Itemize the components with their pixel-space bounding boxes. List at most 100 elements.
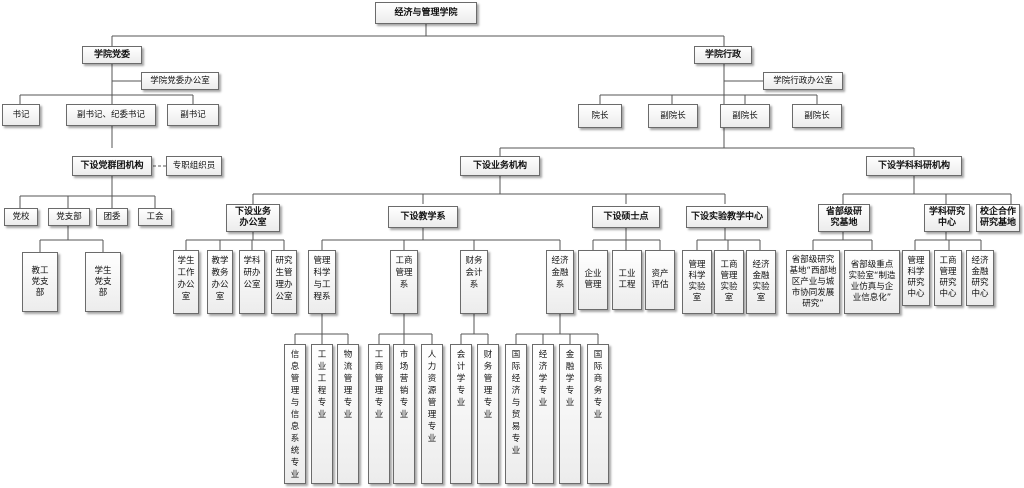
discipline-item-node[interactable]: 管理科学研究中心 bbox=[902, 250, 930, 306]
office-unit-node[interactable]: 学生工作办公室 bbox=[173, 250, 199, 314]
lab-node[interactable]: 管理科学实验室 bbox=[682, 250, 712, 314]
deputy-secretary-label: 副书记 bbox=[180, 109, 206, 120]
party-secretary-node[interactable]: 书记 bbox=[2, 104, 40, 126]
student-branch-label: 学生党支部 bbox=[94, 265, 112, 298]
major-label: 经济学专业 bbox=[538, 350, 548, 408]
staff-organizer-node[interactable]: 专职组织员 bbox=[166, 156, 222, 176]
coop-base-label: 校企合作研究基地 bbox=[979, 207, 1016, 228]
party-office-label: 学院党委办公室 bbox=[150, 75, 210, 86]
dept-label: 工商管理系 bbox=[395, 256, 413, 290]
teaching-node[interactable]: 下设教学系 bbox=[388, 206, 458, 228]
staff-organizer-label: 专职组织员 bbox=[172, 160, 216, 171]
trade-union-node[interactable]: 工会 bbox=[138, 208, 172, 226]
masters-item-node[interactable]: 资产评估 bbox=[645, 250, 675, 310]
admin-office-label: 学院行政办公室 bbox=[773, 75, 833, 86]
admin-office-node[interactable]: 学院行政办公室 bbox=[763, 72, 843, 90]
major-node[interactable]: 信息管理与信息系统专业 bbox=[284, 344, 306, 484]
discipline-center-node[interactable]: 学科研究中心 bbox=[924, 204, 970, 232]
teaching-label: 下设教学系 bbox=[400, 211, 446, 222]
party-branch-node[interactable]: 党支部 bbox=[48, 208, 90, 226]
discipline-item-node[interactable]: 经济金融研究中心 bbox=[966, 250, 994, 306]
office-unit-node[interactable]: 教学教务办公室 bbox=[207, 250, 233, 314]
lab-label: 工商管理实验室 bbox=[720, 260, 738, 303]
major-node[interactable]: 财务管理专业 bbox=[477, 344, 499, 484]
major-label: 财务管理专业 bbox=[483, 350, 493, 420]
office-unit-node[interactable]: 研究生管理办公室 bbox=[271, 250, 297, 314]
lab-center-label: 下设实验教学中心 bbox=[690, 211, 763, 222]
trade-union-label: 工会 bbox=[146, 211, 164, 222]
vice-dean-label: 副院长 bbox=[660, 110, 686, 121]
dept-node[interactable]: 管理科学与工程系 bbox=[308, 250, 336, 314]
dept-label: 管理科学与工程系 bbox=[313, 256, 331, 302]
vice-dean-3-node[interactable]: 副院长 bbox=[792, 104, 842, 128]
major-label: 会计学专业 bbox=[456, 350, 466, 408]
major-label: 国际商务专业 bbox=[593, 350, 603, 420]
mass-org-node[interactable]: 下设党群团机构 bbox=[72, 156, 152, 176]
major-node[interactable]: 国际经济与贸易专业 bbox=[505, 344, 527, 484]
root-node[interactable]: 经济与管理学院 bbox=[375, 2, 477, 24]
vice-dean-label: 副院长 bbox=[732, 110, 758, 121]
masters-item-node[interactable]: 工业工程 bbox=[612, 250, 642, 310]
party-school-node[interactable]: 党校 bbox=[4, 208, 38, 226]
business-office-node[interactable]: 下设业务办公室 bbox=[226, 204, 280, 232]
party-office-node[interactable]: 学院党委办公室 bbox=[141, 72, 219, 90]
vice-dean-1-node[interactable]: 副院长 bbox=[648, 104, 698, 128]
lab-center-node[interactable]: 下设实验教学中心 bbox=[686, 206, 768, 228]
office-unit-node[interactable]: 学科研办公室 bbox=[239, 250, 265, 314]
provincial-base-label: 省部级研究基地 bbox=[825, 207, 862, 228]
youth-league-node[interactable]: 团委 bbox=[96, 208, 128, 226]
major-label: 工业工程专业 bbox=[317, 350, 327, 420]
student-branch-node[interactable]: 学生党支部 bbox=[85, 252, 121, 312]
major-node[interactable]: 人力资源管理专业 bbox=[421, 344, 443, 484]
dept-node[interactable]: 经济金融系 bbox=[546, 250, 574, 314]
major-node[interactable]: 工业工程专业 bbox=[311, 344, 333, 484]
admin-label: 学院行政 bbox=[704, 49, 741, 60]
masters-item-node[interactable]: 企业管理 bbox=[578, 250, 608, 310]
major-node[interactable]: 经济学专业 bbox=[532, 344, 554, 484]
masters-item-label: 工业工程 bbox=[618, 269, 636, 290]
dept-label: 财务会计系 bbox=[465, 256, 483, 290]
dept-node[interactable]: 财务会计系 bbox=[460, 250, 488, 314]
major-label: 信息管理与信息系统专业 bbox=[290, 350, 300, 480]
major-label: 物流管理专业 bbox=[343, 350, 353, 420]
business-node[interactable]: 下设业务机构 bbox=[460, 156, 540, 176]
business-label: 下设业务机构 bbox=[472, 160, 527, 171]
major-label: 市场营销专业 bbox=[399, 350, 409, 420]
major-node[interactable]: 金融学专业 bbox=[559, 344, 581, 484]
major-node[interactable]: 物流管理专业 bbox=[337, 344, 359, 484]
provincial-base-node[interactable]: 省部级研究基地 bbox=[818, 204, 870, 232]
major-node[interactable]: 国际商务专业 bbox=[587, 344, 609, 484]
major-node[interactable]: 市场营销专业 bbox=[393, 344, 415, 484]
major-label: 金融学专业 bbox=[565, 350, 575, 408]
major-label: 人力资源管理专业 bbox=[427, 350, 437, 444]
masters-label: 下设硕士点 bbox=[603, 211, 649, 222]
lab-label: 经济金融实验室 bbox=[752, 260, 770, 303]
coop-base-node[interactable]: 校企合作研究基地 bbox=[976, 204, 1020, 232]
major-node[interactable]: 工商管理专业 bbox=[368, 344, 390, 484]
office-unit-label: 学生工作办公室 bbox=[177, 256, 195, 302]
research-node[interactable]: 下设学科科研机构 bbox=[866, 156, 962, 176]
discipline-item-label: 管理科学研究中心 bbox=[907, 256, 925, 299]
admin-node[interactable]: 学院行政 bbox=[694, 46, 752, 64]
lab-node[interactable]: 经济金融实验室 bbox=[746, 250, 776, 314]
major-node[interactable]: 会计学专业 bbox=[450, 344, 472, 484]
dean-node[interactable]: 院长 bbox=[578, 104, 622, 128]
lab-node[interactable]: 工商管理实验室 bbox=[714, 250, 744, 314]
deputy-discipline-secretary-label: 副书记、纪委书记 bbox=[76, 109, 145, 120]
staff-branch-label: 教工党支部 bbox=[31, 265, 49, 298]
vice-dean-2-node[interactable]: 副院长 bbox=[720, 104, 770, 128]
masters-node[interactable]: 下设硕士点 bbox=[592, 206, 660, 228]
deputy-discipline-secretary-node[interactable]: 副书记、纪委书记 bbox=[66, 104, 156, 126]
provincial-item-node[interactable]: 省部级重点实验室“制造业仿真与企业信息化” bbox=[844, 250, 900, 314]
discipline-item-label: 经济金融研究中心 bbox=[971, 256, 989, 299]
discipline-item-node[interactable]: 工商管理研究中心 bbox=[934, 250, 962, 306]
staff-branch-node[interactable]: 教工党支部 bbox=[22, 252, 58, 312]
deputy-secretary-node[interactable]: 副书记 bbox=[167, 104, 219, 126]
office-unit-label: 学科研办公室 bbox=[243, 256, 261, 290]
party-school-label: 党校 bbox=[12, 211, 30, 222]
dept-node[interactable]: 工商管理系 bbox=[390, 250, 418, 314]
major-label: 工商管理专业 bbox=[374, 350, 384, 420]
party-committee-node[interactable]: 学院党委 bbox=[82, 46, 142, 64]
provincial-item-node[interactable]: 省部级研究基地“西部地区产业与城市协同发展研究” bbox=[786, 250, 840, 314]
mass-org-label: 下设党群团机构 bbox=[80, 160, 144, 171]
